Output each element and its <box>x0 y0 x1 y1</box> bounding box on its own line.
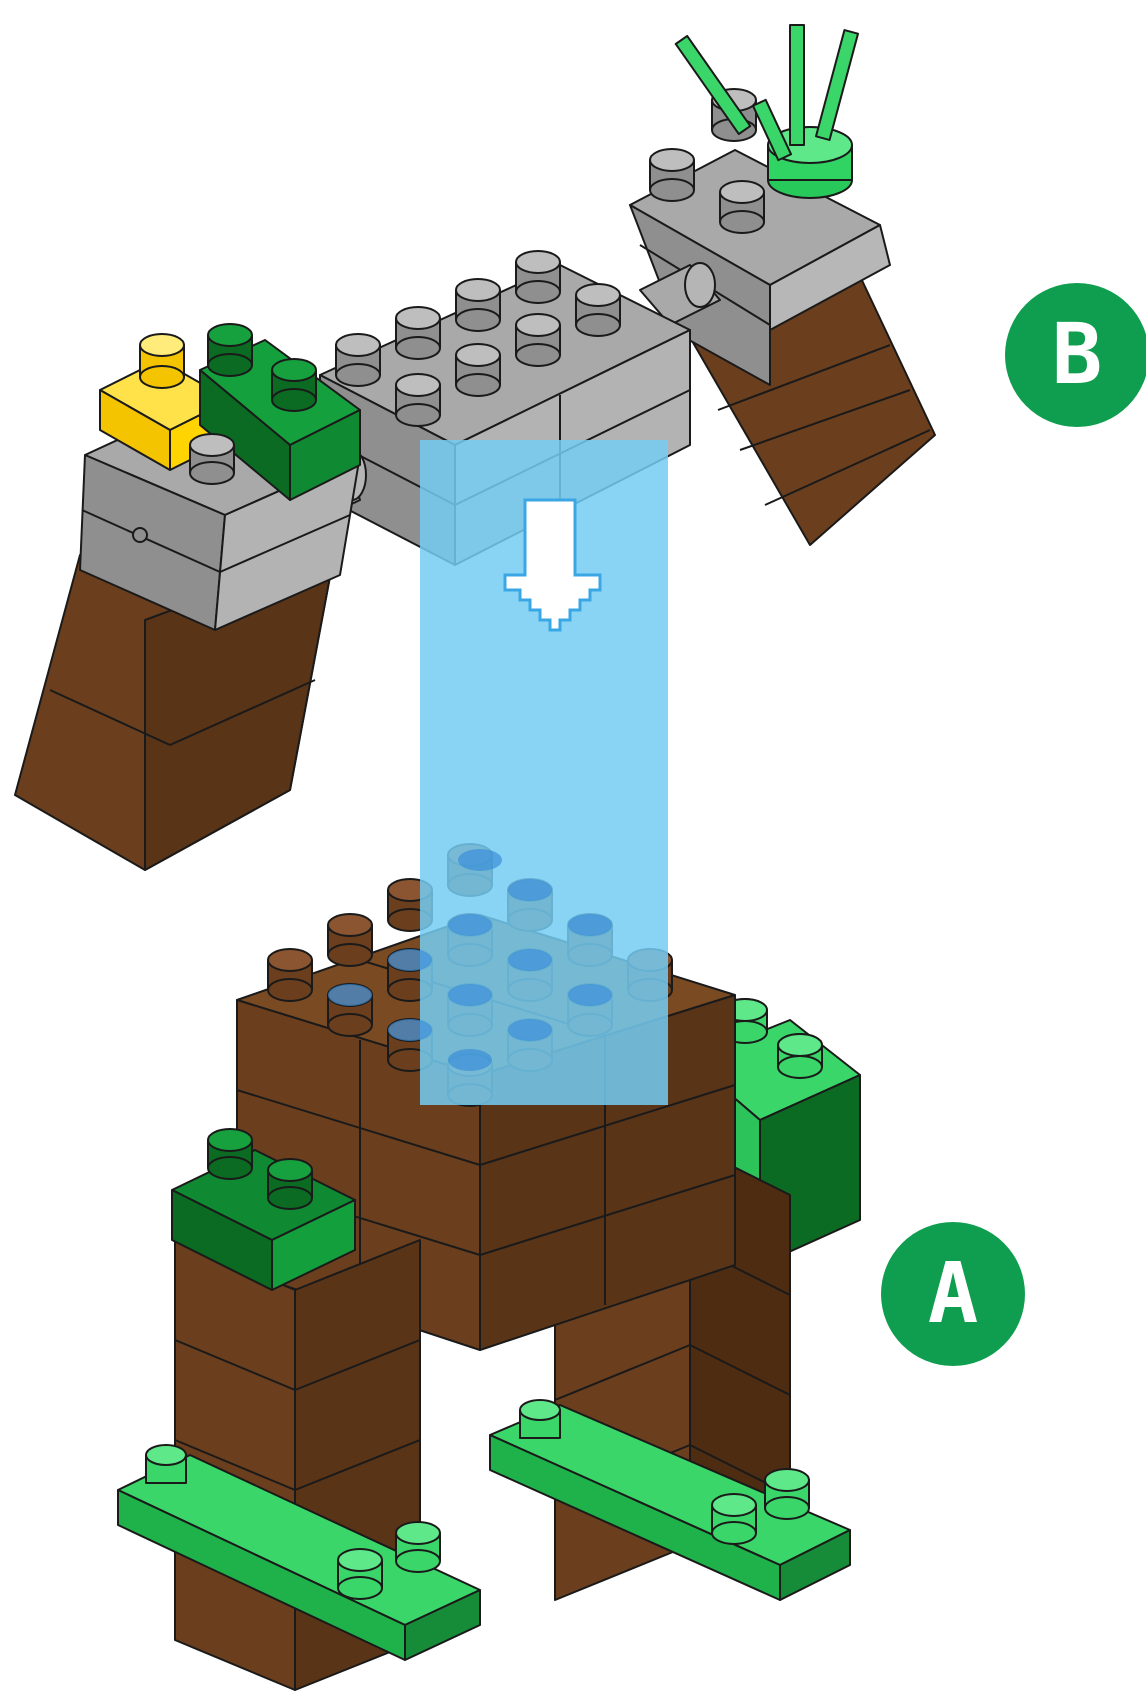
stud <box>268 949 312 1001</box>
stud <box>650 149 694 201</box>
stud <box>338 1549 382 1599</box>
stud <box>328 914 372 966</box>
label-badge-a: A <box>881 1222 1025 1366</box>
stud <box>456 279 500 331</box>
stud <box>208 1129 252 1179</box>
stud <box>208 324 252 376</box>
stud <box>516 314 560 366</box>
stud <box>396 1522 440 1572</box>
stud <box>720 181 764 233</box>
stud <box>272 359 316 411</box>
stud <box>268 1159 312 1209</box>
stud <box>396 307 440 359</box>
label-badge-b: B <box>1005 283 1146 427</box>
stud <box>336 334 380 386</box>
stud <box>190 434 234 484</box>
stud <box>396 374 440 426</box>
badge-b-letter: B <box>1052 305 1103 403</box>
stud <box>456 344 500 396</box>
stud <box>516 251 560 303</box>
badge-a-letter: A <box>928 1244 979 1342</box>
stud <box>576 284 620 336</box>
